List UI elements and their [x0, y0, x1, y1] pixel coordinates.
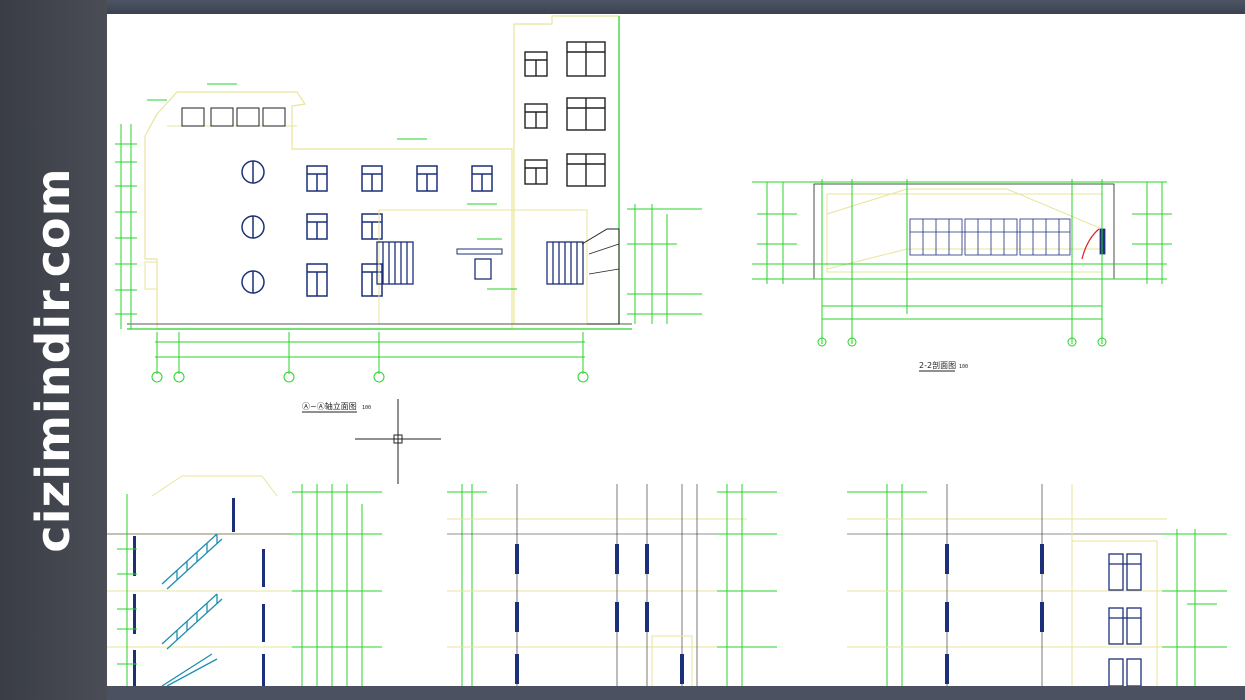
middle-section-columns — [515, 544, 684, 684]
stair-dims — [117, 484, 382, 686]
section-dims — [752, 179, 1172, 344]
floor-section-middle — [447, 484, 777, 686]
elevation-scale: 100 — [362, 405, 371, 411]
elevation-left-dims — [115, 124, 137, 329]
cad-drawing-canvas[interactable]: Ⓐ~Ⓐ轴立面图 100 — [107, 14, 1245, 686]
front-elevation: Ⓐ~Ⓐ轴立面图 100 — [115, 15, 702, 413]
bottom-status-strip — [107, 686, 1245, 700]
right-section-columns — [945, 544, 1044, 684]
elevation-bottom-dims — [155, 332, 585, 374]
watermark-sidebar: cizimindir.com — [0, 0, 107, 700]
tower-windows — [524, 41, 606, 187]
stair-columns — [133, 498, 265, 686]
stair-section — [107, 475, 382, 686]
section-scale: 100 — [959, 364, 968, 370]
floor-section-right — [847, 484, 1227, 686]
elevation-right-dims — [627, 204, 702, 324]
brand-watermark: cizimindir.com — [26, 167, 80, 553]
elevation-caption: Ⓐ~Ⓐ轴立面图 — [302, 401, 357, 411]
section-2-2: 2-2剖面图 100 — [752, 179, 1172, 372]
stair-flights — [161, 533, 223, 686]
elevation-windows — [306, 165, 493, 297]
crosshair-cursor-icon — [355, 399, 441, 484]
cad-drawing-svg: Ⓐ~Ⓐ轴立面图 100 — [107, 15, 1227, 686]
round-windows — [241, 160, 265, 294]
section-glazing — [909, 218, 1106, 256]
section-caption: 2-2剖面图 — [919, 360, 956, 370]
right-section-windows — [1108, 553, 1142, 686]
top-toolbar-strip — [107, 0, 1245, 14]
